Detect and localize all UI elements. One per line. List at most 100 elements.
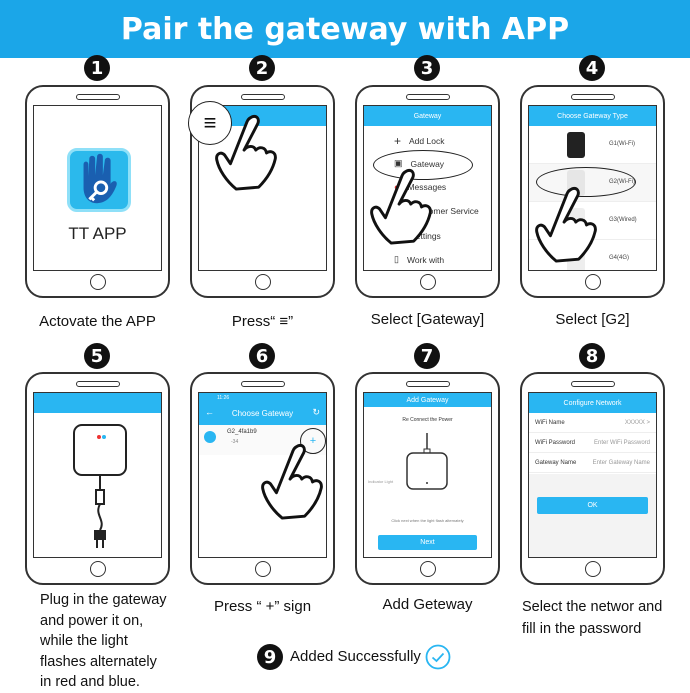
home-button bbox=[89, 561, 106, 577]
field-value: Enter WiFi Password bbox=[593, 439, 650, 446]
speaker bbox=[240, 94, 285, 100]
plus-icon: + bbox=[394, 134, 402, 148]
status-time: 11:26 bbox=[217, 395, 230, 401]
final-caption: Added Successfully bbox=[290, 648, 421, 665]
screen bbox=[33, 392, 162, 558]
step-number: 7 bbox=[414, 343, 440, 369]
field-label: WiFi Password bbox=[535, 439, 576, 446]
step-caption: Select [G2] bbox=[555, 311, 630, 328]
ok-button[interactable]: OK bbox=[537, 497, 648, 514]
wifi-name-field[interactable]: WiFi Name XXXXX > bbox=[529, 413, 656, 433]
step-number: 3 bbox=[414, 55, 440, 81]
screen-title: Choose Gateway bbox=[231, 409, 294, 418]
home-button bbox=[419, 274, 436, 290]
step-number: 1 bbox=[84, 55, 110, 81]
link-icon bbox=[204, 431, 216, 443]
g1-image bbox=[567, 132, 585, 158]
menu-label: Customer Service bbox=[411, 206, 479, 216]
menu-work-with[interactable]: ▯ Work with bbox=[394, 254, 444, 265]
pointing-hand-icon bbox=[370, 168, 432, 245]
pointing-hand-icon bbox=[535, 186, 597, 263]
indicator-label: Indicator Light bbox=[368, 479, 394, 484]
step-number: 8 bbox=[579, 343, 605, 369]
step-number: 9 bbox=[257, 644, 283, 670]
app-name: TT APP bbox=[68, 224, 127, 243]
type-label: G1(Wi-Fi) bbox=[609, 141, 635, 147]
phone-step-4: Choose Gateway Type G1(Wi-Fi) G2(Wi-Fi) … bbox=[520, 85, 665, 298]
field-label: WiFi Name bbox=[535, 419, 565, 426]
menu-button[interactable]: ≡ bbox=[188, 101, 232, 145]
check-circle-icon bbox=[425, 644, 451, 670]
caption-line: fill in the password bbox=[522, 621, 642, 637]
step-number: 5 bbox=[84, 343, 110, 369]
screen: Gateway +Add Lock ▣Gateway ●Messages ☺Cu… bbox=[363, 105, 492, 271]
step-number: 6 bbox=[249, 343, 275, 369]
app-bar: Gateway bbox=[364, 106, 491, 126]
back-icon[interactable]: ← bbox=[205, 407, 214, 417]
next-button[interactable]: Next bbox=[378, 535, 477, 550]
phone-step-6: 11:26 Choose Gateway ← ↻ G2_4fa1b9 -34 + bbox=[190, 372, 335, 585]
app-bar: Configure Network bbox=[529, 393, 656, 413]
caption-line: Plug in the gateway bbox=[40, 592, 167, 608]
speaker bbox=[75, 94, 120, 100]
screen: TT APP bbox=[33, 105, 162, 271]
type-label: G3(Wired) bbox=[609, 217, 637, 223]
app-bar: Choose Gateway Type bbox=[529, 106, 656, 126]
form-background bbox=[529, 474, 656, 557]
step-number: 2 bbox=[249, 55, 275, 81]
highlight-ring bbox=[373, 150, 473, 180]
home-button bbox=[254, 274, 271, 290]
hint-text: Click next when the light flash alternat… bbox=[391, 518, 464, 523]
app-bar bbox=[34, 393, 161, 413]
phone-step-7: Add Gateway Re Connect the Power Indicat… bbox=[355, 372, 500, 585]
screen: Add Gateway Re Connect the Power Indicat… bbox=[363, 392, 492, 558]
speaker bbox=[405, 381, 450, 387]
speaker bbox=[570, 94, 615, 100]
device-signal: -34 bbox=[231, 439, 239, 445]
speaker bbox=[405, 94, 450, 100]
tt-app-icon[interactable] bbox=[67, 148, 131, 212]
screen: 11:26 Choose Gateway ← ↻ G2_4fa1b9 -34 bbox=[198, 392, 327, 558]
phone-step-1: TT APP bbox=[25, 85, 170, 298]
pointing-hand-icon bbox=[215, 114, 277, 191]
menu-label: Messages bbox=[407, 182, 447, 192]
gateway-plug-illustration bbox=[73, 424, 127, 548]
caption-line: Select the networ and bbox=[522, 599, 663, 615]
caption-line: and power it on, bbox=[40, 612, 144, 629]
menu-label: Work with bbox=[406, 254, 445, 265]
menu-label: Settings bbox=[410, 230, 441, 241]
screen: Configure Network WiFi Name XXXXX > WiFi … bbox=[528, 392, 657, 558]
caption-line: while the light bbox=[40, 633, 128, 649]
screen bbox=[198, 105, 327, 271]
speaker bbox=[570, 381, 615, 387]
step-caption: Select the networ and fill in the passwo… bbox=[522, 596, 662, 640]
speaker bbox=[240, 381, 285, 387]
wifi-password-field[interactable]: WiFi Password Enter WiFi Password bbox=[529, 433, 656, 453]
step-caption: Plug in the gateway and power it on, whi… bbox=[40, 590, 167, 693]
home-button bbox=[584, 561, 601, 577]
phone-step-3: Gateway +Add Lock ▣Gateway ●Messages ☺Cu… bbox=[355, 85, 500, 298]
app-bar: 11:26 Choose Gateway ← ↻ bbox=[199, 393, 326, 425]
gateway-type-g1[interactable]: G1(Wi-Fi) bbox=[529, 126, 656, 164]
bookmark-icon: ▯ bbox=[394, 254, 399, 264]
home-button bbox=[584, 274, 601, 290]
home-button bbox=[254, 561, 271, 577]
home-button bbox=[419, 561, 436, 577]
menu-label: Add Lock bbox=[409, 136, 445, 146]
device-name: G2_4fa1b9 bbox=[227, 429, 257, 435]
add-device-button[interactable]: + bbox=[300, 428, 326, 454]
field-value: XXXXX > bbox=[624, 419, 650, 426]
type-label: G4(4G) bbox=[609, 255, 630, 261]
highlight-ring bbox=[536, 167, 636, 197]
home-button bbox=[89, 274, 106, 290]
field-label: Gateway Name bbox=[535, 459, 577, 466]
menu-add-lock[interactable]: + Add Lock bbox=[394, 134, 444, 148]
app-bar: Add Gateway bbox=[364, 393, 491, 407]
phone-step-5 bbox=[25, 372, 170, 585]
refresh-icon[interactable]: ↻ bbox=[312, 407, 320, 417]
speaker bbox=[75, 381, 120, 387]
phone-step-8: Configure Network WiFi Name XXXXX > WiFi … bbox=[520, 372, 665, 585]
instruction-text: Re Connect the Power bbox=[402, 417, 453, 423]
step-caption: Press “ +” sign bbox=[213, 598, 312, 615]
